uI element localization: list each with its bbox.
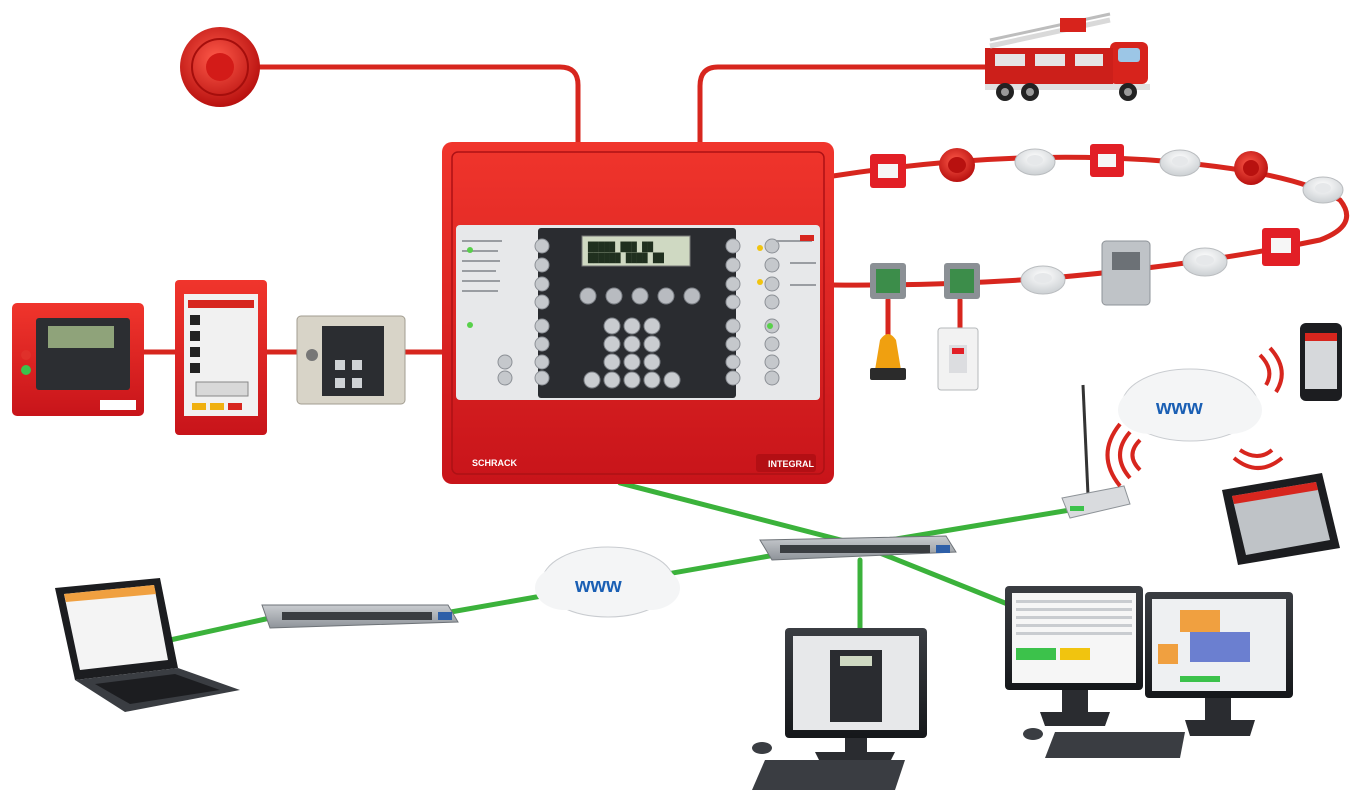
network-switch-icon (759, 535, 957, 561)
smoke-detector-icon (1302, 176, 1344, 204)
repeater-panel-icon (12, 303, 144, 416)
switch-icon (937, 327, 979, 391)
line-truck (697, 64, 988, 145)
laptop-icon (55, 578, 240, 712)
display-line-2: ██████ ████ ██ (587, 252, 664, 264)
line-siren (255, 64, 581, 145)
manual-call-point-icon (1090, 144, 1124, 177)
panel-brand-left: SCHRACK (472, 458, 518, 468)
wireless-signal-icon (1105, 346, 1284, 488)
desktop-monitor-icon (752, 628, 927, 790)
smoke-detector-icon (1014, 148, 1056, 176)
www-cloud-bottom-left: www (535, 546, 680, 618)
beacon-icon (870, 334, 906, 380)
www-cloud-top-right: www (1118, 368, 1262, 442)
sounder-icon (1234, 151, 1268, 185)
radio-router-icon (1061, 384, 1131, 519)
input-output-module-icon (944, 263, 980, 299)
fire-truck-icon (985, 12, 1150, 101)
manual-call-point-icon (870, 154, 906, 188)
net-switch2-laptop (167, 615, 273, 643)
smoke-detector-icon (1020, 265, 1066, 295)
dual-monitor-workstation-icon (1005, 586, 1293, 758)
main-fire-panel: █████ ███ ██ ██████ ████ ██ (442, 142, 834, 484)
siren-icon (180, 27, 260, 107)
cloud-label-bottom: www (574, 575, 622, 597)
tablet-icon (1222, 473, 1340, 565)
sounder-icon (939, 148, 975, 182)
input-output-module-icon (870, 263, 906, 299)
fire-brigade-panel-icon (175, 280, 267, 435)
display-line-1: █████ ███ ██ (587, 241, 654, 253)
key-depot-icon (296, 315, 406, 405)
smoke-detector-icon (1182, 247, 1228, 277)
cloud-label-top: www (1155, 397, 1203, 419)
net-panel-switch (617, 480, 863, 548)
panel-display (581, 235, 691, 267)
control-unit-icon (1101, 240, 1151, 306)
smoke-detector-icon (1159, 149, 1201, 177)
smartphone-icon (1300, 323, 1342, 401)
manual-call-point-icon (1262, 228, 1300, 266)
panel-brand-right: INTEGRAL (768, 459, 815, 469)
network-switch-icon (261, 604, 459, 629)
